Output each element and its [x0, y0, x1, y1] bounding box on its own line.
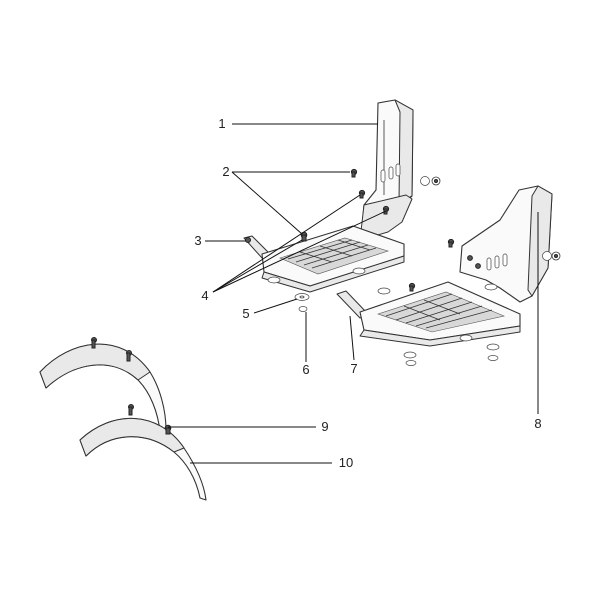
callout-1: 1 — [218, 116, 225, 131]
left-washer-side — [420, 176, 441, 186]
callout-6: 6 — [302, 362, 309, 377]
washer-5 — [294, 293, 310, 301]
right-bracket — [459, 185, 553, 303]
right-footboard — [336, 281, 521, 347]
left-bracket — [359, 99, 414, 241]
callout-2: 2 — [222, 164, 229, 179]
right-washer-side — [542, 251, 561, 261]
left-hardware — [245, 168, 390, 284]
callout-3: 3 — [194, 233, 201, 248]
left-footboard — [243, 225, 405, 293]
mudguard-upper — [39, 337, 167, 433]
callout-8: 8 — [534, 416, 541, 431]
right-hardware — [377, 238, 500, 366]
leader-7 — [349, 315, 355, 361]
callout-4: 4 — [201, 288, 208, 303]
leader-4b — [212, 194, 361, 293]
leader-lines — [168, 123, 539, 464]
nut-6 — [298, 306, 308, 312]
leader-4a — [212, 239, 303, 293]
callout-10: 10 — [339, 455, 353, 470]
callout-5: 5 — [242, 306, 249, 321]
leader-4c — [212, 210, 387, 293]
leader-5 — [253, 298, 298, 314]
callout-7: 7 — [350, 361, 357, 376]
leader-2b — [231, 171, 303, 235]
callout-9: 9 — [321, 419, 328, 434]
mudguard-lower — [79, 404, 207, 501]
